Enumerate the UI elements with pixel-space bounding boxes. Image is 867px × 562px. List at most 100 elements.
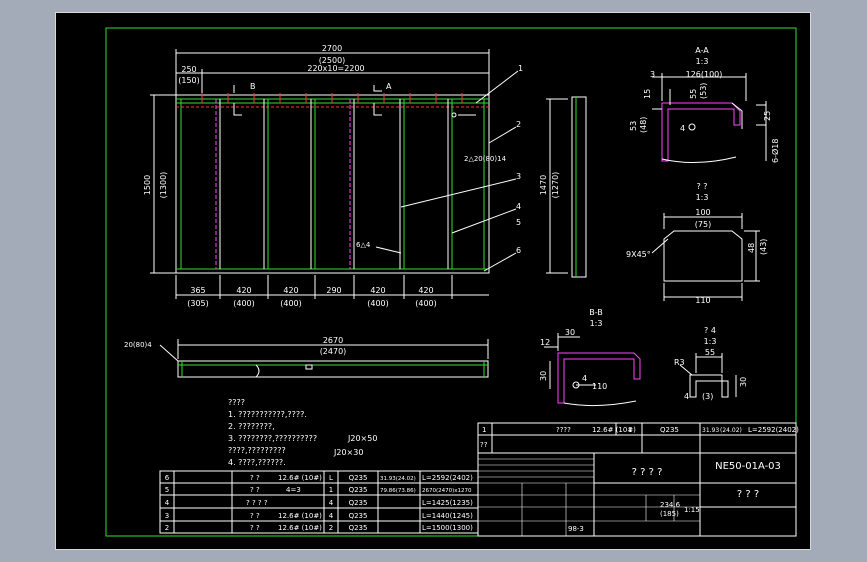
- bom-top-spec: 12.6# (10#): [592, 426, 636, 434]
- dim-height: 1500: [143, 175, 152, 195]
- bottom-dim-length: 2670: [323, 336, 343, 345]
- detail-profile-d6: 110: [695, 296, 710, 305]
- detail-aa-d8: 25: [763, 111, 772, 121]
- bom-top-weight-alt: (24.02): [720, 427, 742, 434]
- side-dim-height: 1470: [539, 175, 548, 195]
- bom-note: L=2592(2402): [422, 474, 473, 482]
- bom-spec: 4=3: [286, 486, 301, 494]
- bom-material: Q235: [349, 474, 368, 482]
- detail-bb-d5: 110: [592, 382, 607, 391]
- bom-row: 6 ? ? 12.6# (10#) L Q235 31.93(24.02) L=…: [165, 474, 473, 482]
- bom-row: 4 ? ? ? ? 4 Q235 L=1425(1235): [165, 499, 473, 507]
- bom-material: Q235: [349, 499, 368, 507]
- detail-bb-d4: 4: [582, 374, 587, 383]
- balloon-1: 1: [518, 64, 523, 73]
- detail-profile-d2: (75): [695, 220, 711, 229]
- bom-table: [159, 470, 479, 534]
- bom-qty: 4: [329, 512, 334, 520]
- detail-bb-d3: 30: [539, 371, 548, 381]
- detail-profile: [651, 213, 760, 301]
- detail-aa-d9: 6-Ø18: [770, 139, 780, 163]
- drawing-frame: [105, 27, 797, 537]
- bom-weight: 79.86(73.86): [380, 488, 416, 494]
- drawing-title: ? ? ? ?: [632, 467, 663, 478]
- bom-qty: 2: [329, 524, 333, 532]
- dim-pitch: 220x10=2200: [307, 64, 364, 73]
- dim-height-alt: (1300): [159, 172, 168, 199]
- bom-name: ? ?: [250, 486, 260, 494]
- bom-no: 4: [165, 499, 170, 507]
- detail-aa-scale: 1:3: [696, 57, 709, 66]
- detail-aa: [652, 73, 767, 164]
- drawing-canvas[interactable]: 2700 (2500) 250 (150) 220x10=2200 1500 (…: [55, 12, 811, 550]
- bottom-view: [159, 339, 489, 378]
- detail-aa-title: A-A: [695, 46, 709, 55]
- dim-edge: 250: [181, 65, 196, 74]
- note-line-5: 4. ????,??????.: [228, 458, 286, 467]
- main-view-text: 2700 (2500) 250 (150) 220x10=2200 1500 (…: [143, 44, 523, 308]
- balloon-6: 6: [516, 246, 521, 255]
- detail-q4: [679, 353, 737, 398]
- detail-aa-d5: (53): [699, 83, 708, 99]
- detail-profile-d1: 100: [695, 208, 710, 217]
- bom-weight: 31.93(24.02): [380, 476, 416, 482]
- note-tag-1: J20×50: [347, 434, 377, 443]
- balloon-4: 4: [516, 202, 521, 211]
- detail-q4-text: ? 4 1:3 55 R3 30 4 (3): [674, 326, 748, 401]
- detail-q4-d3: 30: [739, 377, 748, 387]
- bottom-dim-1: 365: [190, 286, 205, 295]
- drawing-scale: 1:15: [684, 506, 700, 514]
- bom-top-name: ????: [556, 426, 571, 434]
- note-line-1: 1. ???????????,????.: [228, 410, 307, 419]
- detail-q4-d1: 55: [705, 348, 715, 357]
- technical-notes: ???? 1. ???????????,????. 2. ????????, 3…: [228, 398, 377, 467]
- detail-q4-d4: 4: [684, 392, 689, 401]
- bom-top-weight: 31.93: [702, 427, 719, 434]
- bom-spec: 12.6# (10#): [278, 524, 322, 532]
- bottom-dim-3: 420: [283, 286, 298, 295]
- detail-bb-d2: 12: [540, 338, 550, 347]
- detail-aa-d10: 4: [680, 124, 685, 133]
- balloon-2: 2: [516, 120, 521, 129]
- bom-note: L=1425(1235): [422, 499, 473, 507]
- weld-note: 2△20(80)14: [464, 155, 507, 163]
- detail-q4-d2: R3: [674, 358, 685, 367]
- detail-profile-scale: 1:3: [696, 193, 709, 202]
- drawing-number: NE50-01A-03: [715, 461, 781, 472]
- main-view: [150, 49, 519, 299]
- note-tag-2: J20×30: [333, 448, 363, 457]
- dim-edge-alt: (150): [178, 76, 200, 85]
- bom-row: 3 ? ? 12.6# (10#) 4 Q235 L=1440(1245): [165, 512, 473, 520]
- bom-no: 5: [165, 486, 169, 494]
- weld-note-6: 6△4: [356, 241, 371, 249]
- bom-qty: 4: [329, 499, 334, 507]
- bom-no: 6: [165, 474, 170, 482]
- bottom-dim-5: 420: [370, 286, 385, 295]
- section-a-label: A: [386, 82, 392, 91]
- bom-spec: 12.6# (10#): [278, 474, 322, 482]
- bottom-dim-alt-5: (400): [367, 299, 389, 308]
- section-b-label: B: [250, 82, 256, 91]
- title-header-q: ??: [480, 441, 488, 449]
- bom-material: Q235: [349, 524, 368, 532]
- bom-name: ? ? ? ?: [246, 499, 268, 507]
- dim-total-alt: (2500): [319, 56, 346, 65]
- detail-bb-title: B-B: [589, 308, 603, 317]
- bom-no: 3: [165, 512, 169, 520]
- detail-profile-title: ? ?: [696, 182, 707, 191]
- bottom-dim-4: 290: [326, 286, 341, 295]
- detail-aa-d3: 15: [643, 89, 652, 99]
- bottom-dim-alt-3: (400): [280, 299, 302, 308]
- bom-note: L=1500(1300): [422, 524, 473, 532]
- side-dim-height-alt: (1270): [551, 172, 560, 199]
- bom-material: Q235: [349, 512, 368, 520]
- detail-bb: [544, 333, 641, 407]
- bom-material: Q235: [349, 486, 368, 494]
- dim-total: 2700: [322, 44, 342, 53]
- bom-note: 2670(2470)x1270: [422, 488, 472, 494]
- balloon-5: 5: [516, 218, 521, 227]
- bom-top-qty: 1: [628, 426, 632, 434]
- detail-aa-d1: 3: [650, 70, 655, 79]
- bottom-dim-length-alt: (2470): [320, 347, 347, 356]
- detail-aa-d2: 126(100): [686, 70, 723, 79]
